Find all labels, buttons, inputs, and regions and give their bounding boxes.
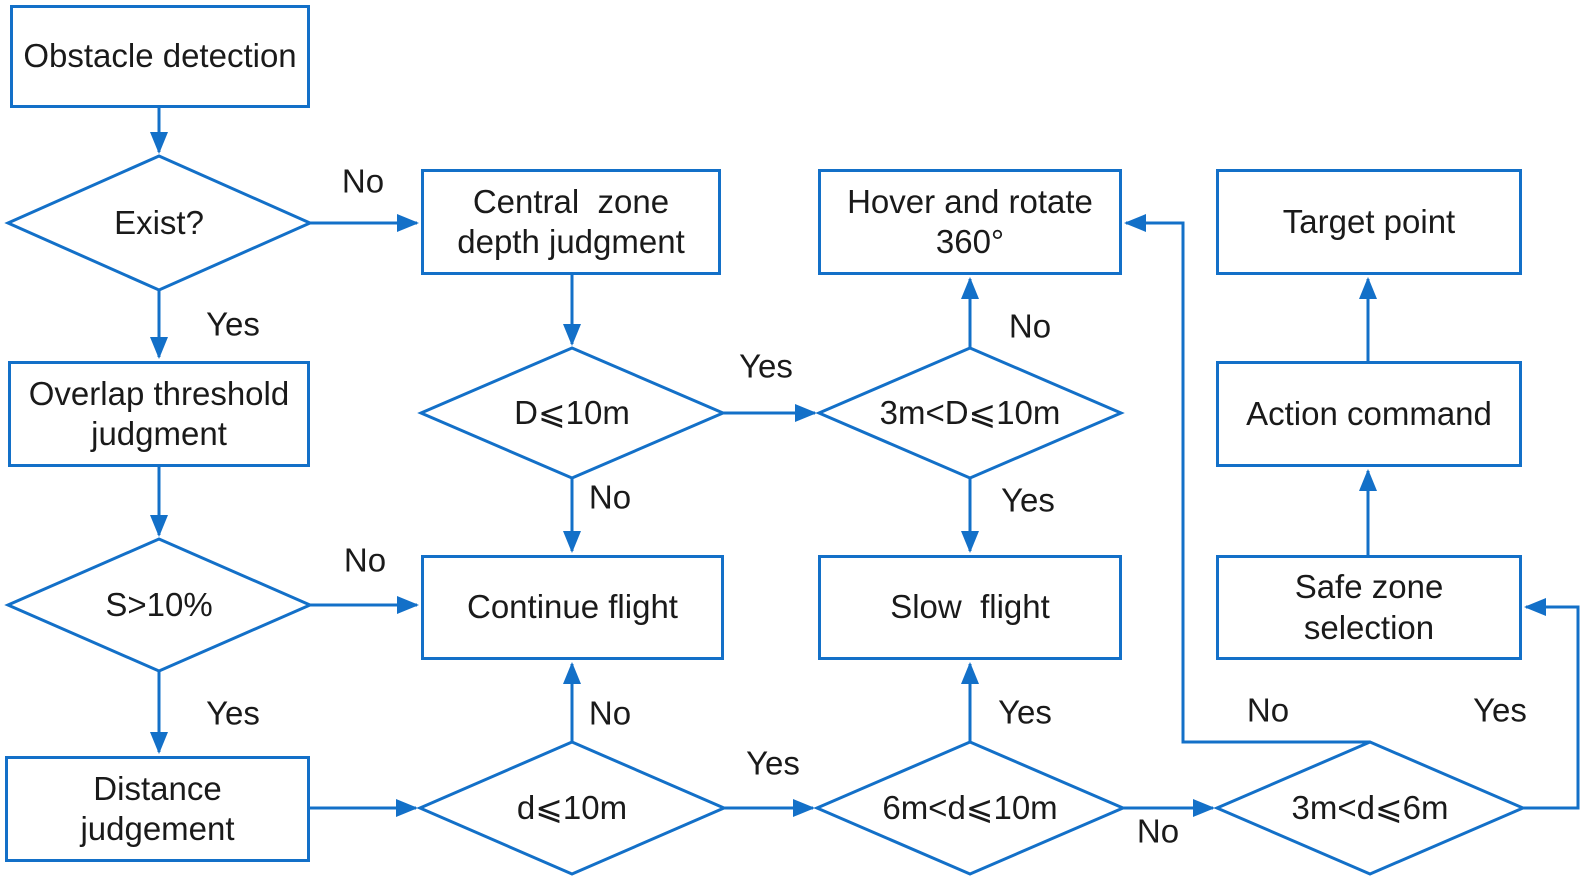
edge-label-s10-no: No <box>343 541 387 579</box>
edge-label-exist-no: No <box>341 162 385 200</box>
decision-3m-lt-d-le-6m: 3m<d⩽6m <box>1291 789 1449 827</box>
decision-D-le-10m: D⩽10m <box>514 394 630 432</box>
decision-3m-lt-D-le-10m: 3m<D⩽10m <box>879 394 1061 432</box>
node-slow-flight: Slow flight <box>818 555 1122 660</box>
decision-exist: Exist? <box>114 204 204 242</box>
edge-label-exist-yes: Yes <box>206 305 260 343</box>
edge-label-dsmall-no: No <box>588 694 632 732</box>
decision-shape-3m-d-6m <box>1213 740 1527 876</box>
node-target-point: Target point <box>1216 169 1522 275</box>
edge-label-D310-yes: Yes <box>1001 481 1055 519</box>
node-action-command: Action command <box>1216 361 1522 467</box>
node-overlap-threshold-judgment: Overlap threshold judgment <box>8 361 310 467</box>
edge-label-d10-yes: Yes <box>739 347 793 385</box>
edge-label-s10-yes: Yes <box>206 694 260 732</box>
node-obstacle-detection: Obstacle detection <box>10 5 310 108</box>
edge-d36-yes-safezone <box>1523 598 1580 810</box>
node-central-zone-depth-judgment: Central zone depth judgment <box>421 169 721 275</box>
decision-S-gt-10pct: S>10% <box>105 586 213 624</box>
edge-label-dsmall-yes: Yes <box>746 744 800 782</box>
edge-label-D310-no: No <box>1008 307 1052 345</box>
decision-shape-d-le-10m <box>416 740 728 876</box>
node-safe-zone-selection: Safe zone selection <box>1216 555 1522 660</box>
node-continue-flight: Continue flight <box>421 555 724 660</box>
decision-shape-6m-d-10m <box>813 740 1127 876</box>
decision-6m-lt-d-le-10m: 6m<d⩽10m <box>882 789 1058 827</box>
edge-label-d610-yes: Yes <box>998 693 1052 731</box>
edge-d36-no-hover <box>1124 214 1370 744</box>
node-hover-and-rotate: Hover and rotate 360° <box>818 169 1122 275</box>
node-distance-judgement: Distance judgement <box>5 756 310 862</box>
edge-label-d36-no: No <box>1246 691 1290 729</box>
edge-label-d36-yes: Yes <box>1473 691 1527 729</box>
decision-d-le-10m: d⩽10m <box>516 789 628 827</box>
edge-label-d610-no: No <box>1136 812 1180 850</box>
edge-label-d10-no: No <box>588 478 632 516</box>
